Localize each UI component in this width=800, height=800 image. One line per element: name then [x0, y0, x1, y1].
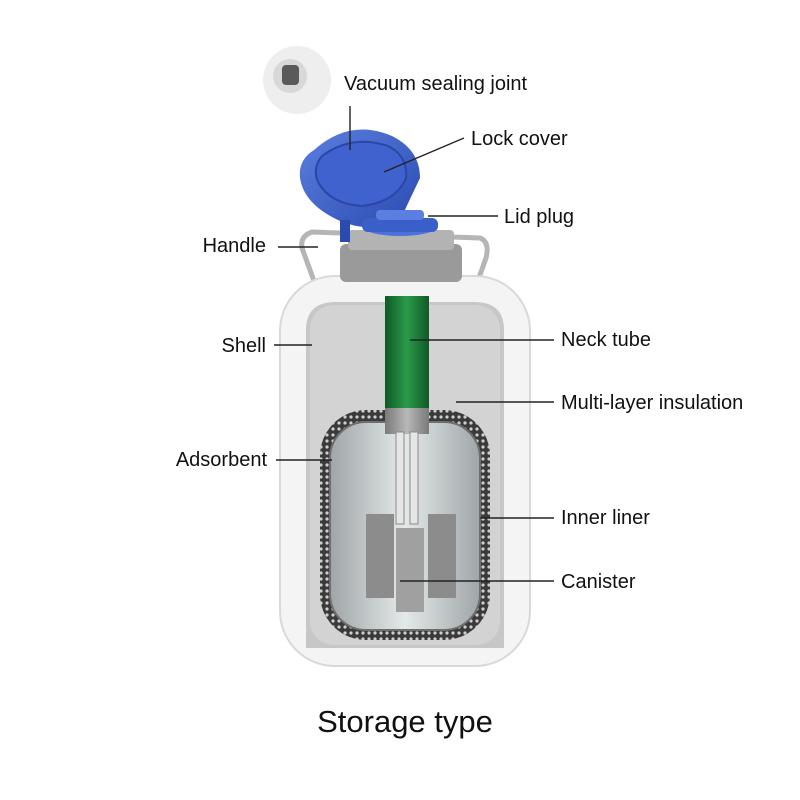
neck-tube — [385, 296, 429, 412]
label-adsorbent: Adsorbent — [176, 449, 268, 471]
label-lid-plug: Lid plug — [504, 206, 574, 228]
canister-rod-left — [395, 431, 405, 525]
lid-plug — [362, 210, 438, 236]
vacuum-sealing-joint-detail — [263, 46, 331, 114]
canister-rod-right — [409, 431, 419, 525]
neck-tube-bottom — [385, 408, 429, 434]
caption: Storage type — [317, 704, 493, 739]
lock-cover — [299, 129, 420, 242]
top-collar — [340, 244, 462, 282]
label-multi-layer-insulation: Multi-layer insulation — [561, 392, 743, 414]
label-handle: Handle — [203, 235, 266, 257]
label-neck-tube: Neck tube — [561, 329, 651, 351]
canister-center — [396, 528, 424, 612]
label-inner-liner: Inner liner — [561, 507, 650, 529]
label-lock-cover: Lock cover — [471, 128, 568, 150]
leader-lines — [274, 106, 554, 582]
canister-left — [366, 514, 394, 598]
label-shell: Shell — [222, 335, 266, 357]
label-canister: Canister — [561, 571, 636, 593]
collar-cap — [348, 230, 454, 250]
canister-right — [428, 514, 456, 598]
label-vacuum-sealing-joint: Vacuum sealing joint — [344, 73, 528, 95]
